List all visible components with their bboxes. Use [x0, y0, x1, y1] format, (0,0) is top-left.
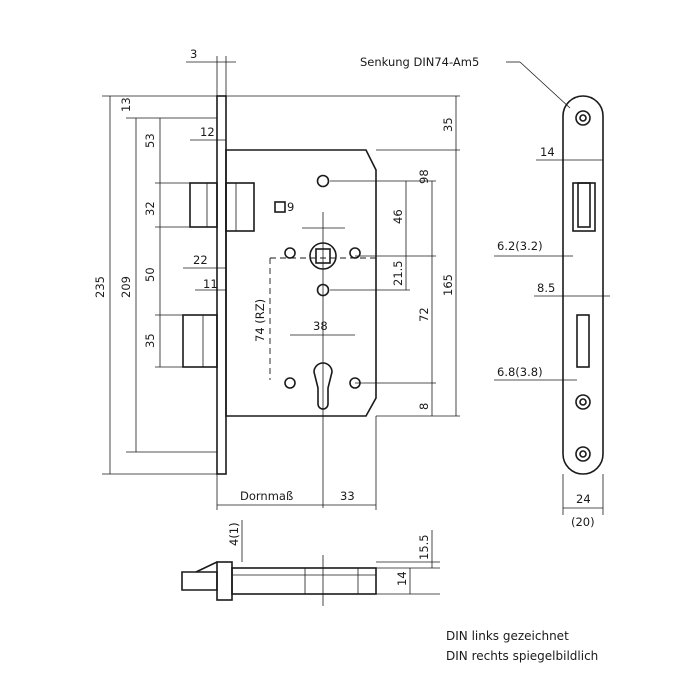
- dim-33: 33: [340, 489, 355, 503]
- deadbolt: [182, 314, 218, 368]
- square-symbol: [274, 201, 286, 213]
- dim-14-side: 14: [540, 145, 555, 159]
- dim-11: 11: [203, 277, 218, 291]
- note-line-2: DIN rechts spiegelbildlich: [446, 649, 599, 663]
- dim-6-8: 6.8(3.8): [497, 365, 543, 379]
- forend-screw-bottom: [575, 446, 591, 462]
- dim-8-5: 8.5: [537, 281, 555, 295]
- forend-screw-top: [575, 110, 591, 126]
- dim-21-5: 21.5: [391, 260, 405, 286]
- dim-35-left: 35: [143, 333, 157, 348]
- dim-32: 32: [143, 201, 157, 216]
- dim-22: 22: [193, 253, 208, 267]
- front-view: 3 13 53 12 32 209 235 50 22 11 35 35 98 …: [93, 47, 460, 510]
- forend-top-view: [216, 561, 233, 601]
- dim-98: 98: [417, 169, 431, 184]
- dim-165: 165: [441, 274, 455, 296]
- forend-face: [562, 95, 604, 475]
- screw-hole-right-upper: [349, 247, 361, 259]
- dim-20: (20): [571, 515, 595, 529]
- latch-housing: [225, 182, 255, 232]
- senkung-label: Senkung DIN74-Am5: [360, 55, 479, 69]
- screw-hole-left-upper: [284, 247, 296, 259]
- forend-plate: [216, 95, 227, 475]
- note-line-1: DIN links gezeichnet: [446, 629, 569, 643]
- dim-50: 50: [143, 267, 157, 282]
- square-size: 9: [287, 200, 294, 214]
- latch-opening: [572, 182, 596, 232]
- bottom-view: 4(1) 15.5 14: [181, 520, 440, 606]
- dim-38: 38: [313, 319, 328, 333]
- dim-72: 72: [417, 307, 431, 322]
- latch-top-view: [181, 571, 218, 591]
- cylinder-cutout: [313, 362, 333, 410]
- dim-4-1: 4(1): [227, 522, 241, 546]
- dim-8: 8: [417, 403, 431, 410]
- dim-14-bottom: 14: [395, 571, 409, 586]
- latch: [189, 182, 218, 228]
- side-view: Senkung DIN74-Am5 14 6.2(3.2) 8.5 6.8(3.…: [360, 55, 610, 529]
- case-top-view: [231, 567, 377, 595]
- dim-13: 13: [119, 97, 133, 112]
- screw-hole-left-lower: [284, 377, 296, 389]
- rz-label: 74 (RZ): [253, 299, 267, 342]
- dornmass-label: Dornmaß: [240, 489, 293, 503]
- fixing-hole-top: [316, 174, 330, 188]
- dim-3: 3: [190, 47, 197, 61]
- dim-35-right: 35: [441, 117, 455, 132]
- dim-46: 46: [391, 209, 405, 224]
- dim-24: 24: [576, 492, 591, 506]
- bolt-opening: [576, 314, 590, 368]
- dim-209: 209: [119, 276, 133, 298]
- dim-6-2: 6.2(3.2): [497, 239, 543, 253]
- dim-235: 235: [93, 276, 107, 298]
- dim-15-5: 15.5: [417, 534, 431, 560]
- dim-53: 53: [143, 133, 157, 148]
- dim-12: 12: [200, 125, 215, 139]
- forend-screw-middle: [575, 394, 591, 410]
- lock-case: [225, 149, 377, 417]
